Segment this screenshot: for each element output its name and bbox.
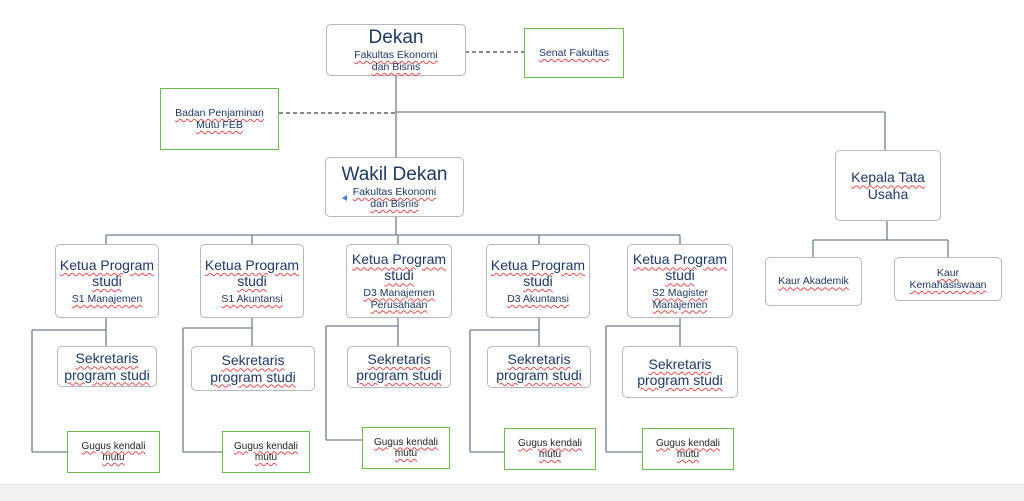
program-line2: studi <box>237 272 267 289</box>
bottom-edge <box>0 484 1024 501</box>
sekretaris-line2: program studi <box>637 372 723 388</box>
gugus-line1: Gugus kendali <box>81 440 146 452</box>
gugus-line1: Gugus kendali <box>656 437 720 449</box>
program-line2: studi <box>665 267 695 284</box>
gugus-line2: mutu <box>102 452 125 463</box>
triangle-marker-icon <box>342 195 347 201</box>
program-box: Ketua Program studi D3 Akuntansi <box>486 244 590 318</box>
program-line2: studi <box>384 267 414 284</box>
program-sub1: D3 Akuntansi <box>507 293 569 306</box>
kepala-box: Kepala Tata Usaha <box>835 150 941 221</box>
wakil-line2: dan Bisnis <box>370 197 419 210</box>
program-line1: Ketua Program <box>351 251 447 268</box>
gugus-line1: Gugus kendali <box>518 437 582 449</box>
program-sub1: D3 Manajemen <box>363 286 435 299</box>
sekretaris-line1: Sekretaris <box>367 350 431 367</box>
program-line1: Ketua Program <box>204 256 300 273</box>
sekretaris-box: Sekretaris program studi <box>622 346 738 398</box>
badan-box: Badan Penjaminan Mutu FEB <box>160 88 279 150</box>
program-sub2: Manajemen <box>652 298 708 311</box>
sekretaris-box: Sekretaris program studi <box>191 346 315 391</box>
program-line2: studi <box>92 272 122 289</box>
gugus-box: Gugus kendali mutu <box>642 428 734 470</box>
program-line2: studi <box>523 272 553 289</box>
kaur-kemahasiswaan-line1: Kaur <box>936 266 960 279</box>
badan-line1: Badan Penjaminan <box>175 106 264 119</box>
sekretaris-line1: Sekretaris <box>507 350 571 367</box>
sekretaris-line2: program studi <box>496 367 582 383</box>
dekan-box: Dekan Fakultas Ekonomi dan Bisnis <box>326 24 466 76</box>
wakil-box: Wakil Dekan Fakultas Ekonomi dan Bisnis <box>325 157 464 217</box>
senat-box: Senat Fakultas <box>524 28 624 78</box>
kepala-line2: Usaha <box>867 185 909 202</box>
gugus-box: Gugus kendali mutu <box>504 428 596 470</box>
program-box: Ketua Program studi D3 Manajemen Perusah… <box>346 244 452 318</box>
sekretaris-line1: Sekretaris <box>221 352 285 369</box>
program-box: Ketua Program studi S1 Akuntansi <box>200 244 304 318</box>
program-sub1: S2 Magister <box>651 286 709 299</box>
sekretaris-box: Sekretaris program studi <box>57 346 157 387</box>
gugus-box: Gugus kendali mutu <box>222 431 310 473</box>
gugus-line2: mutu <box>394 448 418 459</box>
program-line1: Ketua Program <box>632 251 728 268</box>
dekan-line1: Fakultas Ekonomi <box>354 48 438 61</box>
kaur-akademik-label: Kaur Akademik <box>778 275 849 288</box>
sekretaris-line2: program studi <box>356 367 442 383</box>
dekan-line2: dan Bisnis <box>371 60 421 73</box>
dekan-title: Dekan <box>368 27 424 49</box>
gugus-line2: mutu <box>538 449 562 460</box>
kaur-kemahasiswaan-line2: Kemahasiswaan <box>909 279 987 291</box>
gugus-line1: Gugus kendali <box>374 436 438 448</box>
sekretaris-line2: program studi <box>210 368 296 385</box>
wakil-title: Wakil Dekan <box>341 164 448 186</box>
kepala-line1: Kepala Tata <box>851 169 925 186</box>
gugus-line1: Gugus kendali <box>234 440 298 452</box>
kaur-kemahasiswaan-box: Kaur Kemahasiswaan <box>894 257 1002 301</box>
gugus-box: Gugus kendali mutu <box>362 427 450 469</box>
wakil-line1: Fakultas Ekonomi <box>352 185 437 198</box>
program-sub2: Perusahaan <box>370 298 428 311</box>
gugus-line2: mutu <box>676 449 700 460</box>
program-sub1: S1 Akuntansi <box>221 293 283 306</box>
kaur-akademik-box: Kaur Akademik <box>765 257 862 306</box>
sekretaris-line1: Sekretaris <box>75 350 139 367</box>
gugus-line2: mutu <box>254 452 278 463</box>
program-line1: Ketua Program <box>59 256 155 273</box>
gugus-box: Gugus kendali mutu <box>67 431 160 473</box>
program-box: Ketua Program studi S1 Manajemen <box>55 244 159 318</box>
sekretaris-box: Sekretaris program studi <box>347 346 451 388</box>
sekretaris-line1: Sekretaris <box>648 355 712 372</box>
program-sub1: S1 Manajemen <box>71 293 143 306</box>
badan-line2: Mutu FEB <box>196 119 243 131</box>
program-line1: Ketua Program <box>490 256 586 273</box>
program-box: Ketua Program studi S2 Magister Manajeme… <box>627 244 733 318</box>
senat-label: Senat Fakultas <box>538 46 610 59</box>
sekretaris-box: Sekretaris program studi <box>487 346 591 388</box>
sekretaris-line2: program studi <box>64 366 150 383</box>
